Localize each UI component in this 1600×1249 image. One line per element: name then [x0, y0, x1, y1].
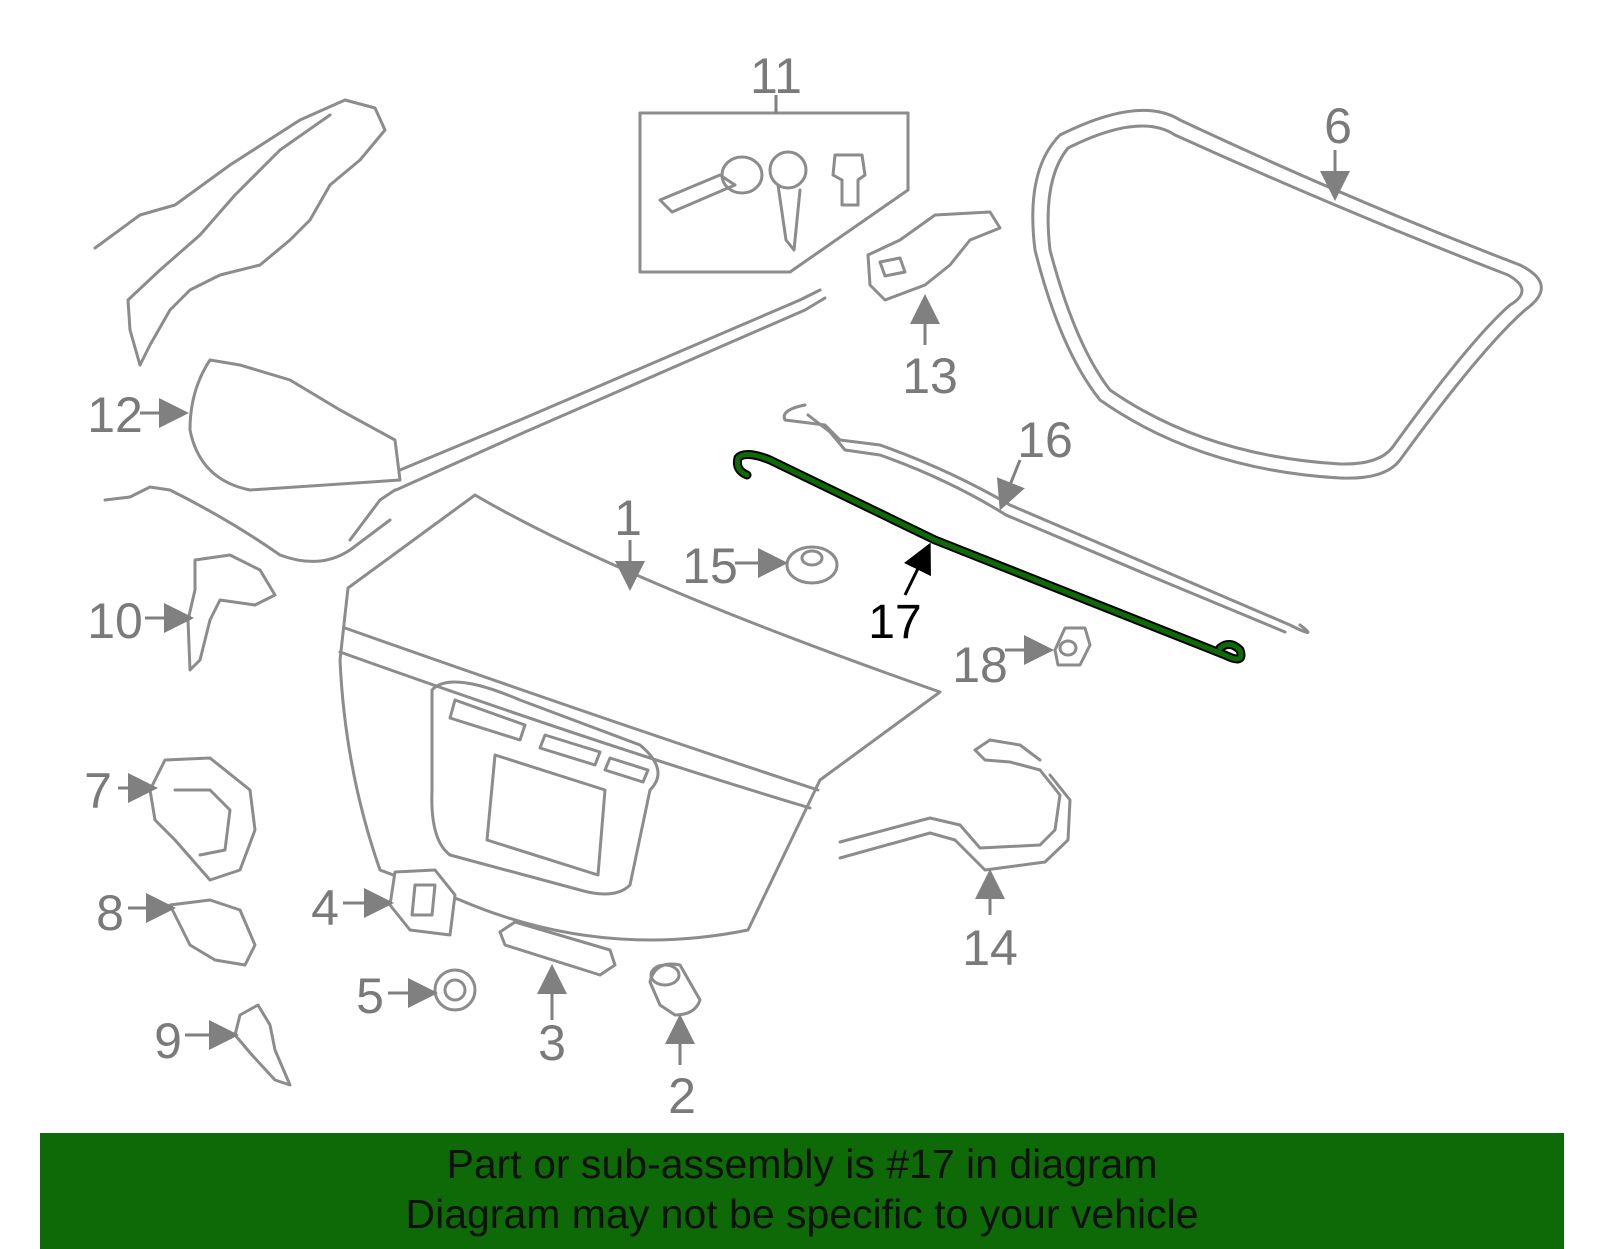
- leader-lines: [118, 95, 1350, 1065]
- part-17-torsion-rod-highlighted: [732, 450, 1246, 664]
- part-13-hinge-bracket: [866, 210, 1002, 302]
- callout-14: 14: [962, 920, 1018, 976]
- part-11-key-set: [638, 111, 910, 274]
- part-2-cylinder: [648, 962, 702, 1017]
- callout-17: 17: [868, 596, 921, 649]
- callout-5: 5: [356, 968, 384, 1024]
- leader-16: [996, 459, 1025, 511]
- part-5-grommet: [433, 968, 477, 1012]
- callout-2: 2: [668, 1068, 696, 1124]
- callout-16: 16: [1017, 412, 1073, 468]
- callout-3: 3: [538, 1015, 566, 1071]
- banner-line-1: Part or sub-assembly is #17 in diagram: [446, 1141, 1158, 1187]
- part-3-garnish: [498, 920, 617, 977]
- part-10-switch: [186, 553, 277, 672]
- callout-1: 1: [614, 490, 642, 546]
- part-18-bumper: [1053, 626, 1092, 667]
- leader-17: [903, 542, 931, 596]
- part-14-hinge-arm: [838, 738, 1072, 872]
- part-8-bracket: [168, 898, 257, 967]
- info-banner: Part or sub-assembly is #17 in diagram D…: [40, 1133, 1564, 1249]
- callout-8: 8: [96, 885, 124, 941]
- callout-18: 18: [952, 637, 1008, 693]
- part-15-grommet: [785, 545, 839, 585]
- callout-10: 10: [87, 593, 143, 649]
- callout-7: 7: [84, 763, 112, 819]
- banner-line-2: Diagram may not be specific to your vehi…: [405, 1191, 1199, 1237]
- part-6-weatherstrip: [1031, 108, 1543, 480]
- part-9-bracket: [233, 1003, 292, 1087]
- callout-12: 12: [87, 387, 143, 443]
- callout-9: 9: [154, 1013, 182, 1069]
- callout-6: 6: [1324, 98, 1352, 154]
- callout-4: 4: [311, 880, 339, 936]
- part-7-latch: [148, 756, 257, 882]
- callout-labels: 11 6 13 12 16 1 15 17 18 10 7 8 9 4 5 3 …: [84, 48, 1352, 1124]
- callout-15: 15: [682, 538, 738, 594]
- part-12-cable-assembly: [93, 98, 827, 563]
- part-4-bracket: [388, 868, 457, 937]
- callout-11: 11: [750, 48, 802, 104]
- part-16-prop-rod: [782, 403, 1310, 634]
- callout-13: 13: [902, 348, 958, 404]
